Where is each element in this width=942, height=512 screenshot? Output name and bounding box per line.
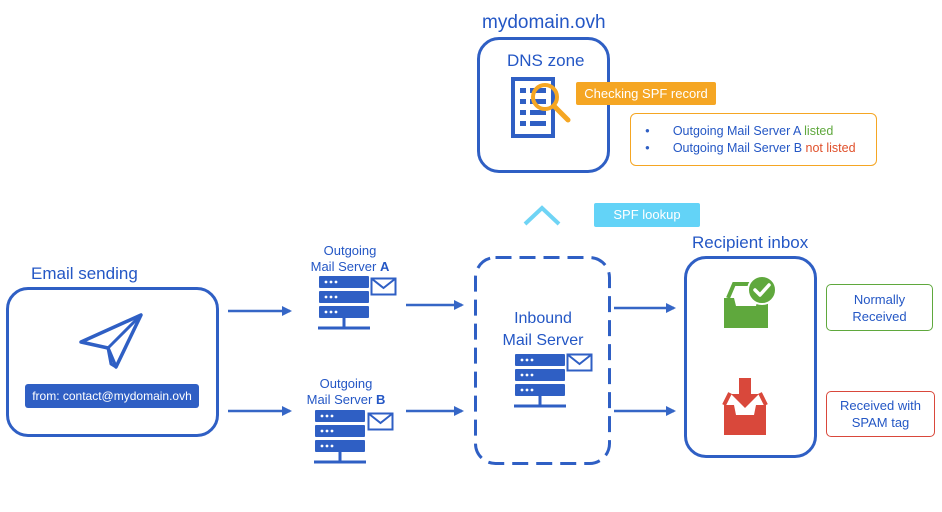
outgoing-server-b-line1: Outgoing xyxy=(319,376,373,391)
paper-plane-icon xyxy=(79,313,143,369)
normally-received-line1: Normally xyxy=(853,291,906,307)
spf-record-b-server: Outgoing Mail Server B xyxy=(672,141,803,155)
normally-received-box: Normally Received xyxy=(826,284,933,331)
email-sending-title: Email sending xyxy=(31,264,138,283)
spam-tag-line2: SPAM tag xyxy=(851,415,910,430)
checking-spf-badge: Checking SPF record xyxy=(576,82,716,105)
server-b-icon xyxy=(314,410,366,464)
inbound-server-line2: Mail Server xyxy=(502,332,584,349)
server-a-icon xyxy=(318,276,370,330)
spf-lookup-badge: SPF lookup xyxy=(594,203,700,227)
outgoing-server-a-label: Outgoing Mail Server A xyxy=(290,243,410,275)
spf-record-b-status: not listed xyxy=(805,141,856,155)
chevron-up-icon xyxy=(523,205,561,226)
inbound-server-icon xyxy=(514,354,566,408)
spf-records-box: ● Outgoing Mail Server A listed ● Outgoi… xyxy=(630,113,877,166)
spf-record-b: ● Outgoing Mail Server B not listed xyxy=(645,141,856,155)
bullet-icon: ● xyxy=(645,143,650,152)
inbound-server-dashed-box xyxy=(474,256,611,465)
outgoing-server-a-letter: A xyxy=(379,259,390,274)
spf-record-a-server: Outgoing Mail Server A xyxy=(672,124,801,138)
inbox-download-icon xyxy=(722,378,768,435)
bullet-icon: ● xyxy=(645,126,650,135)
spf-record-a-status: listed xyxy=(804,124,834,138)
spam-tag-line1: Received with xyxy=(840,398,921,413)
from-address-label: from: contact@mydomain.ovh xyxy=(25,384,199,408)
envelope-icon xyxy=(367,412,394,431)
outgoing-server-b-label: Outgoing Mail Server B xyxy=(286,376,406,408)
normally-received-line2: Received xyxy=(852,308,907,324)
outgoing-server-b-line2: Mail Server xyxy=(306,392,376,407)
outgoing-server-a-line2: Mail Server xyxy=(310,259,380,274)
inbound-server-line1: Inbound xyxy=(514,310,572,327)
dns-zone-title: DNS zone xyxy=(507,51,585,70)
recipient-inbox-title: Recipient inbox xyxy=(692,233,809,252)
inbound-server-label: Inbound Mail Server xyxy=(478,308,608,352)
envelope-icon xyxy=(566,353,593,372)
magnifier-icon xyxy=(531,83,571,123)
spf-record-a: ● Outgoing Mail Server A listed xyxy=(645,124,833,138)
spam-tag-box: Received with SPAM tag xyxy=(826,391,935,437)
outgoing-server-b-letter: B xyxy=(375,392,386,407)
inbox-check-icon xyxy=(724,275,777,328)
outgoing-server-a-line1: Outgoing xyxy=(323,243,377,258)
envelope-icon xyxy=(370,277,397,296)
dns-domain-title: mydomain.ovh xyxy=(482,12,606,33)
